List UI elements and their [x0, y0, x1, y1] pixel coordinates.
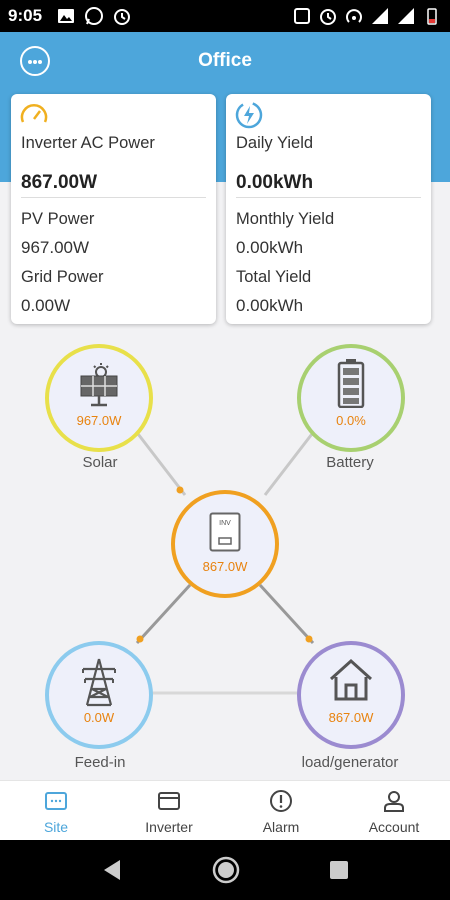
yield-card[interactable]: Daily Yield 0.00kWh Monthly Yield 0.00kW… — [226, 94, 431, 324]
tab-account[interactable]: Account — [338, 781, 450, 841]
bottom-tab-bar: Site Inverter Alarm Account — [0, 780, 450, 840]
lightning-icon — [235, 101, 263, 129]
hotspot-icon — [346, 9, 362, 23]
status-notification-icons — [56, 6, 132, 26]
monthly-yield-value: 0.00kWh — [236, 238, 304, 257]
monthly-yield-label: Monthly Yield — [236, 210, 335, 228]
battery-value: 0.0% — [336, 413, 366, 428]
card-divider — [21, 197, 206, 198]
load-value: 867.0W — [328, 710, 374, 725]
signal-icon — [372, 8, 388, 24]
inverter-node[interactable]: INV 867.0W — [171, 490, 279, 598]
total-yield-label: Total Yield — [236, 268, 312, 286]
card-main-value: 867.00W — [21, 172, 98, 193]
load-label: load/generator — [301, 754, 399, 771]
inverter-icon — [209, 512, 241, 552]
load-node[interactable]: 867.0W — [297, 641, 405, 749]
flow-lines — [133, 429, 317, 695]
whatsapp-icon — [85, 7, 103, 25]
battery-label: Battery — [326, 454, 374, 471]
inverter-value: 867.0W — [202, 559, 248, 574]
page-title: Office — [198, 50, 252, 71]
home-icon — [329, 658, 373, 701]
solar-value: 967.0W — [76, 413, 122, 428]
alert-icon — [270, 790, 292, 812]
feedin-value: 0.0W — [83, 710, 115, 725]
nfc-icon — [294, 8, 310, 24]
grid-power-value: 0.00W — [21, 296, 71, 315]
gauge-icon — [20, 104, 48, 123]
tab-inverter[interactable]: Inverter — [113, 781, 225, 841]
flow-dot — [136, 635, 144, 643]
solar-panel-icon — [80, 363, 118, 407]
card-divider — [236, 197, 421, 198]
inverter-power-card[interactable]: Inverter AC Power 867.00W PV Power 967.0… — [11, 94, 216, 324]
status-system-icons — [292, 6, 442, 26]
pv-power-label: PV Power — [21, 210, 95, 228]
person-icon — [384, 791, 404, 812]
home-button-icon[interactable] — [212, 856, 240, 884]
battery-low-icon — [427, 8, 437, 25]
card-title: Daily Yield — [236, 134, 314, 152]
total-yield-value: 0.00kWh — [236, 296, 304, 315]
status-bar: 9:05 — [0, 0, 450, 32]
grid-power-label: Grid Power — [21, 268, 104, 286]
system-navigation-bar — [0, 840, 450, 900]
alarm-icon — [320, 9, 336, 25]
tab-site[interactable]: Site — [0, 781, 112, 841]
status-time: 9:05 — [8, 6, 43, 25]
tab-label: Account — [368, 819, 420, 835]
card-main-value: 0.00kWh — [236, 172, 314, 193]
back-icon[interactable] — [100, 858, 124, 882]
flow-dot — [305, 635, 313, 643]
card-title: Inverter AC Power — [21, 134, 155, 152]
tab-alarm[interactable]: Alarm — [225, 781, 337, 841]
more-options-button[interactable] — [20, 46, 50, 76]
solar-label: Solar — [82, 454, 118, 471]
flow-dot — [176, 486, 184, 494]
wallet-icon — [158, 792, 180, 810]
feedin-node[interactable]: 0.0W — [45, 641, 153, 749]
image-icon — [58, 9, 74, 23]
tab-label: Site — [43, 819, 69, 835]
feedin-label: Feed-in — [74, 754, 126, 771]
battery-node[interactable]: 0.0% — [297, 344, 405, 452]
signal-icon — [398, 8, 414, 24]
tab-label: Inverter — [145, 819, 193, 835]
energy-flow-diagram: 967.0W Solar 0.0% Battery INV 867.0W 0.0… — [0, 330, 450, 780]
power-tower-icon — [82, 658, 116, 707]
alarm-icon — [114, 9, 130, 25]
inverter-chip-label: INV — [219, 520, 231, 527]
tab-label: Alarm — [262, 819, 300, 835]
recents-icon[interactable] — [328, 859, 350, 881]
pv-power-value: 967.00W — [21, 238, 90, 257]
battery-icon — [337, 359, 365, 408]
solar-node[interactable]: 967.0W — [45, 344, 153, 452]
site-icon — [45, 792, 67, 810]
